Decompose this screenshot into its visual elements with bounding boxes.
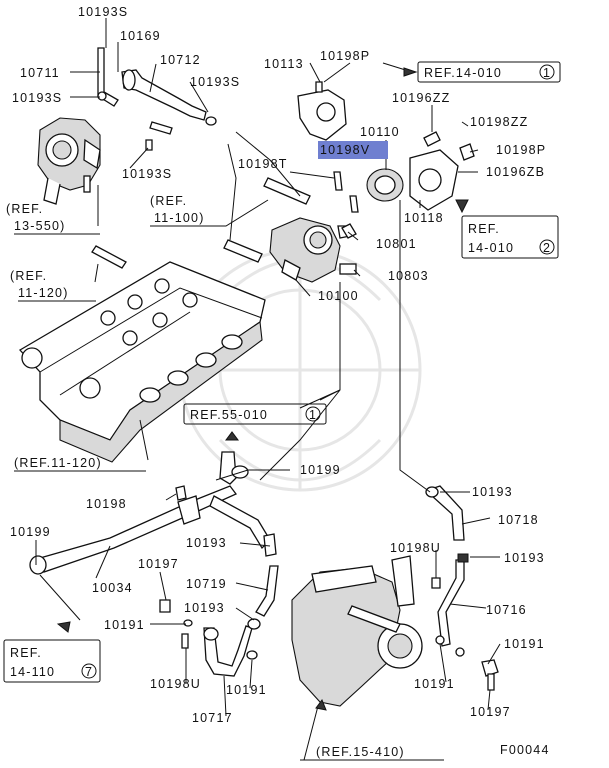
cylinder-head	[18, 245, 266, 463]
water-pipe	[29, 485, 277, 575]
arrow-icon	[315, 698, 327, 711]
ref-box-14-010-1	[417, 61, 561, 83]
water-outlet	[297, 81, 475, 239]
label-10191-a: 10191	[104, 618, 145, 632]
label-10191-d: 10191	[414, 677, 455, 691]
ref-14-010-2-text-b: 14-010	[468, 241, 514, 255]
ref-11-120-b: 11-120)	[18, 286, 69, 300]
throttle-body	[37, 117, 101, 205]
label-10169: 10169	[120, 29, 161, 43]
label-10034: 10034	[92, 581, 133, 595]
label-10198u-a: 10198U	[390, 541, 441, 555]
label-10191-c: 10191	[226, 683, 267, 697]
ref-labels: REF.14-010 1 REF. 14-010 2 (REF. 13-550)…	[3, 61, 561, 761]
label-10197-b: 10197	[470, 705, 511, 719]
diagram-code: F00044	[500, 743, 550, 757]
leader-lines	[35, 18, 501, 761]
label-10803: 10803	[388, 269, 429, 283]
ref-box-14-110-7	[3, 639, 101, 683]
part-labels: 10193S 10169 10711 10712 10193S 10193S 1…	[10, 5, 550, 757]
label-10191-b: 10191	[504, 637, 545, 651]
ref-14-010-2-num: 2	[543, 241, 551, 255]
right-hoses	[425, 485, 499, 691]
label-10193s-c: 10193S	[12, 91, 62, 105]
ref-11-120-c: (REF.11-120)	[14, 456, 102, 470]
label-10717: 10717	[192, 711, 233, 725]
label-10193-c: 10193	[504, 551, 545, 565]
turbo-housing	[291, 555, 423, 707]
ref-11-120-a: (REF.	[10, 269, 47, 283]
label-10718: 10718	[498, 513, 539, 527]
label-10110: 10110	[360, 125, 400, 139]
label-10801: 10801	[376, 237, 417, 251]
label-10100: 10100	[318, 289, 359, 303]
ref-box-14-010-2	[461, 215, 559, 259]
ref-13-550-a: (REF.	[6, 202, 43, 216]
arrow-icon	[455, 199, 469, 214]
ref-15-410: (REF.15-410)	[316, 745, 405, 759]
label-10193-d: 10193	[184, 601, 225, 615]
label-10193-b: 10193	[186, 536, 227, 550]
label-10193-a: 10193	[472, 485, 513, 499]
label-10198v: 10198V	[320, 143, 370, 157]
arrow-icon	[56, 621, 71, 633]
label-10193s-d: 10193S	[122, 167, 172, 181]
ref-11-100-b: 11-100)	[154, 211, 205, 225]
ref-arrows	[56, 67, 469, 711]
label-10711: 10711	[20, 66, 60, 80]
lower-hoses	[159, 565, 279, 677]
label-10199-a: 10199	[300, 463, 341, 477]
label-10198t: 10198T	[238, 157, 288, 171]
label-10118: 10118	[404, 211, 444, 225]
ref-14-010-1-text: REF.14-010	[424, 66, 502, 80]
label-10198u-b: 10198U	[150, 677, 201, 691]
arrow-icon	[225, 431, 239, 441]
label-10719: 10719	[186, 577, 227, 591]
label-10198zz: 10198ZZ	[470, 115, 528, 129]
center-hoses	[215, 451, 249, 485]
label-10712: 10712	[160, 53, 201, 67]
ref-55-010-1-text: REF.55-010	[190, 408, 268, 422]
ref-14-110-7-num: 7	[85, 665, 93, 679]
label-10198: 10198	[86, 497, 127, 511]
label-10113: 10113	[264, 57, 304, 71]
label-10193s-a: 10193S	[78, 5, 128, 19]
label-10199-b: 10199	[10, 525, 51, 539]
arrow-icon	[403, 67, 418, 77]
ref-14-010-2-text: REF.	[468, 222, 500, 236]
ref-box-55-010-1	[183, 403, 327, 425]
label-10716: 10716	[486, 603, 527, 617]
label-10198p-a: 10198P	[320, 49, 370, 63]
highlight-box	[318, 141, 388, 159]
ref-55-010-1-num: 1	[309, 408, 317, 422]
label-10198p-b: 10198P	[496, 143, 546, 157]
ref-14-110-7-text-b: 14-110	[10, 665, 55, 679]
label-10196zb: 10196ZB	[486, 165, 545, 179]
ref-14-110-7-text: REF.	[10, 646, 42, 660]
label-10197-a: 10197	[138, 557, 179, 571]
upper-hoses	[97, 47, 217, 151]
ref-14-010-1-num: 1	[543, 66, 551, 80]
label-10196zz: 10196ZZ	[392, 91, 450, 105]
ref-11-100-a: (REF.	[150, 194, 187, 208]
thermostat-housing	[223, 177, 357, 283]
ref-13-550-b: 13-550)	[14, 219, 66, 233]
label-10193s-b: 10193S	[190, 75, 240, 89]
